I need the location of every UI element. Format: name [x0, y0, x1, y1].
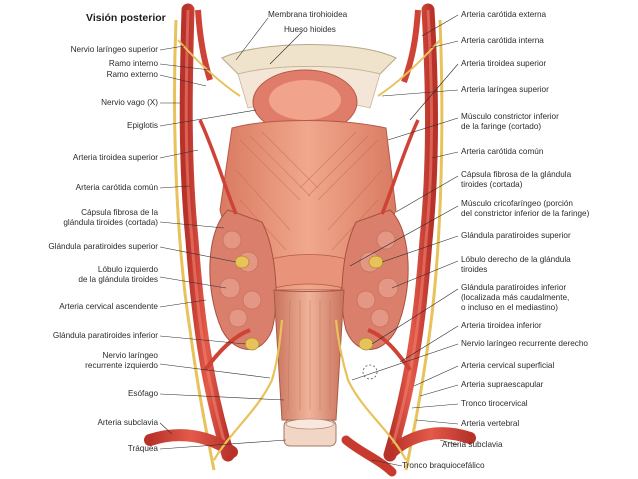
- label-external-branch: Ramo externo: [106, 70, 158, 79]
- label-left-lobe-2: de la glándula tiroides: [78, 275, 158, 284]
- label-thyrocervical-trunk: Tronco tirocervical: [461, 399, 528, 408]
- label-external-carotid: Arteria carótida externa: [461, 10, 547, 19]
- left-inferior-thyroid-artery: [203, 328, 251, 372]
- right-inferior-thyroid-artery: [367, 328, 412, 372]
- right-common-carotid-artery: [383, 3, 438, 462]
- label-esophagus: Esófago: [127, 389, 158, 398]
- label-internal-carotid: Arteria carótida interna: [461, 36, 544, 45]
- left-superior-thyroid-artery: [198, 119, 238, 215]
- left-recurrent-laryngeal-nerve: [213, 319, 284, 461]
- label-superficial-cervical-artery: Arteria cervical superficial: [461, 361, 555, 370]
- label-thyrohyoid-membrane: Membrana tirohioidea: [268, 10, 348, 19]
- ectopic-parathyroid-outline: [362, 364, 378, 380]
- right-external-carotid: [401, 9, 421, 84]
- left-inferior-parathyroid: [244, 337, 260, 351]
- right-thyroid-lobe: [341, 209, 409, 350]
- label-superior-laryngeal-nerve: Nervio laríngeo superior: [70, 45, 158, 54]
- label-vertebral-artery: Arteria vertebral: [461, 419, 520, 428]
- label-superior-parathyroid-left: Glándula paratiroides superior: [48, 242, 158, 251]
- leader-lines-left: [159, 17, 303, 450]
- label-fibrous-capsule-left-2: glándula tiroides (cortada): [63, 218, 158, 227]
- esophagus-fibers: [287, 299, 331, 411]
- right-vagus-nerve: [404, 19, 444, 471]
- label-left-lobe-1: Lóbulo izquierdo: [97, 265, 158, 274]
- esophagus: [273, 289, 345, 421]
- brachiocephalic-trunk: [341, 435, 397, 477]
- right-recurrent-laryngeal-nerve: [334, 319, 407, 461]
- label-ascending-cervical-artery: Arteria cervical ascendente: [59, 302, 158, 311]
- right-inferior-parathyroid: [358, 337, 374, 351]
- label-inferior-constrictor-2: de la faringe (cortado): [461, 122, 542, 131]
- left-subclavian-artery: [144, 429, 238, 458]
- label-recurrent-laryngeal-left-1: Nervio laríngeo: [102, 351, 158, 360]
- label-common-carotid-left: Arteria carótida común: [75, 183, 158, 192]
- label-cricopharyngeus-2: del constrictor inferior de la faringe): [461, 209, 590, 218]
- label-fibrous-capsule-right-1: Cápsula fibrosa de la glándula: [461, 170, 572, 179]
- label-inferior-thyroid-artery: Arteria tiroidea inferior: [461, 321, 542, 330]
- label-trachea: Tráquea: [127, 444, 158, 453]
- label-inferior-parathyroid-right-2: (localizada más caudalmente,: [461, 293, 570, 302]
- label-inferior-parathyroid-left: Glándula paratiroides inferior: [52, 331, 158, 340]
- label-recurrent-laryngeal-right: Nervio laríngeo recurrente derecho: [461, 339, 588, 348]
- label-superior-parathyroid-right: Glándula paratiroides superior: [461, 231, 571, 240]
- label-right-lobe-1: Lóbulo derecho de la glándula: [461, 255, 571, 264]
- label-superior-thyroid-artery-left: Arteria tiroidea superior: [72, 153, 158, 162]
- label-inferior-parathyroid-right-3: o incluso en el mediastino): [461, 303, 558, 312]
- right-superior-laryngeal-nerve: [377, 39, 441, 97]
- label-recurrent-laryngeal-left-2: recurrente izquierdo: [85, 361, 158, 370]
- label-hyoid-bone: Hueso hioides: [284, 25, 336, 34]
- left-vagus-nerve: [173, 19, 216, 471]
- label-epiglottis: Epiglotis: [127, 121, 158, 130]
- label-common-carotid-right: Arteria carótida común: [461, 147, 544, 156]
- label-internal-branch: Ramo interno: [108, 59, 158, 68]
- label-superior-laryngeal-artery: Arteria laríngea superior: [461, 85, 549, 94]
- thyroid-lobules: [219, 230, 399, 328]
- left-superior-parathyroid: [234, 255, 250, 269]
- label-vagus-nerve: Nervio vago (X): [101, 98, 158, 107]
- label-brachiocephalic-trunk: Tronco braquiocefálico: [402, 461, 485, 470]
- leader-lines-right: [349, 14, 459, 467]
- left-thyroid-lobe: [209, 209, 277, 350]
- right-superior-thyroid-artery: [380, 119, 420, 215]
- label-fibrous-capsule-left-1: Cápsula fibrosa de la: [81, 208, 158, 217]
- right-superior-parathyroid: [368, 255, 384, 269]
- laryngeal-inlet: [269, 80, 341, 120]
- label-inferior-parathyroid-right-1: Glándula paratiroides inferior: [461, 283, 567, 292]
- label-subclavian-right: Arteria subclavia: [442, 440, 503, 449]
- label-cricopharyngeus-1: Músculo cricofaríngeo (porción: [461, 199, 573, 208]
- label-suprascapular-artery: Arteria supraescapular: [461, 380, 544, 389]
- label-subclavian-left: Arteria subclavia: [97, 418, 158, 427]
- label-superior-thyroid-artery-right: Arteria tiroidea superior: [461, 59, 547, 68]
- left-external-carotid: [195, 9, 213, 81]
- label-right-lobe-2: tiroides: [461, 265, 488, 274]
- figure-title: Visión posterior: [86, 12, 166, 24]
- left-common-carotid-artery: [179, 3, 235, 462]
- label-inferior-constrictor-1: Músculo constrictor inferior: [461, 112, 559, 121]
- label-fibrous-capsule-right-2: tiroides (cortada): [461, 180, 523, 189]
